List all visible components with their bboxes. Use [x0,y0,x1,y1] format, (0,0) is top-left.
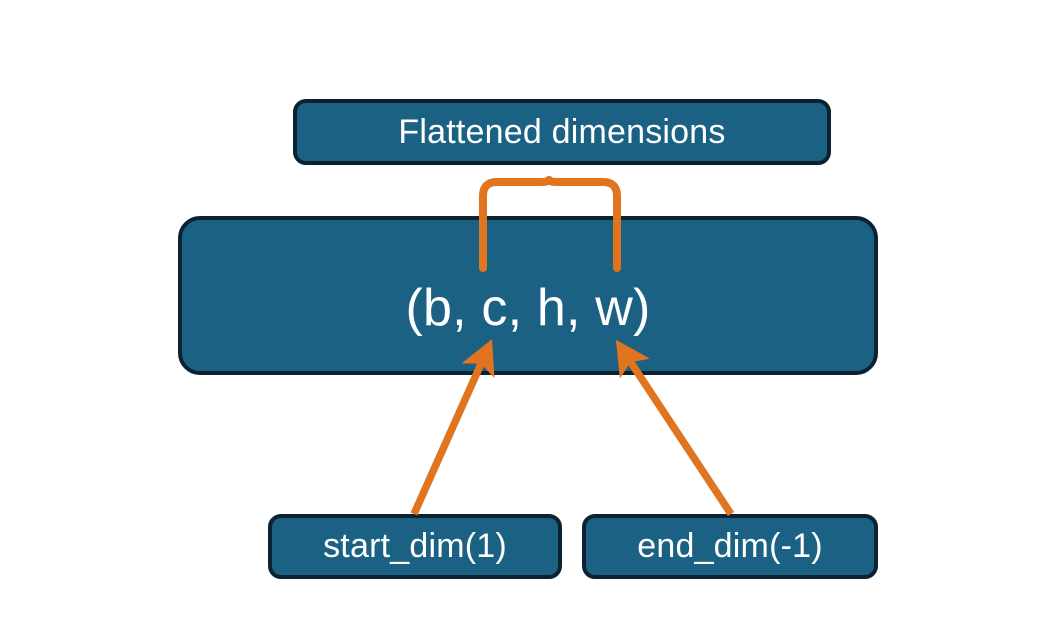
end-dim-label: end_dim(-1) [637,527,823,565]
tensor-shape-box[interactable]: (b, c, h, w) [178,216,878,375]
tensor-shape-label: (b, c, h, w) [405,278,651,337]
flattened-dimensions-box[interactable]: Flattened dimensions [293,99,831,165]
start-dim-box[interactable]: start_dim(1) [268,514,562,579]
end-dim-box[interactable]: end_dim(-1) [582,514,878,579]
start-dim-label: start_dim(1) [323,527,507,565]
flattened-dimensions-label: Flattened dimensions [398,112,726,151]
